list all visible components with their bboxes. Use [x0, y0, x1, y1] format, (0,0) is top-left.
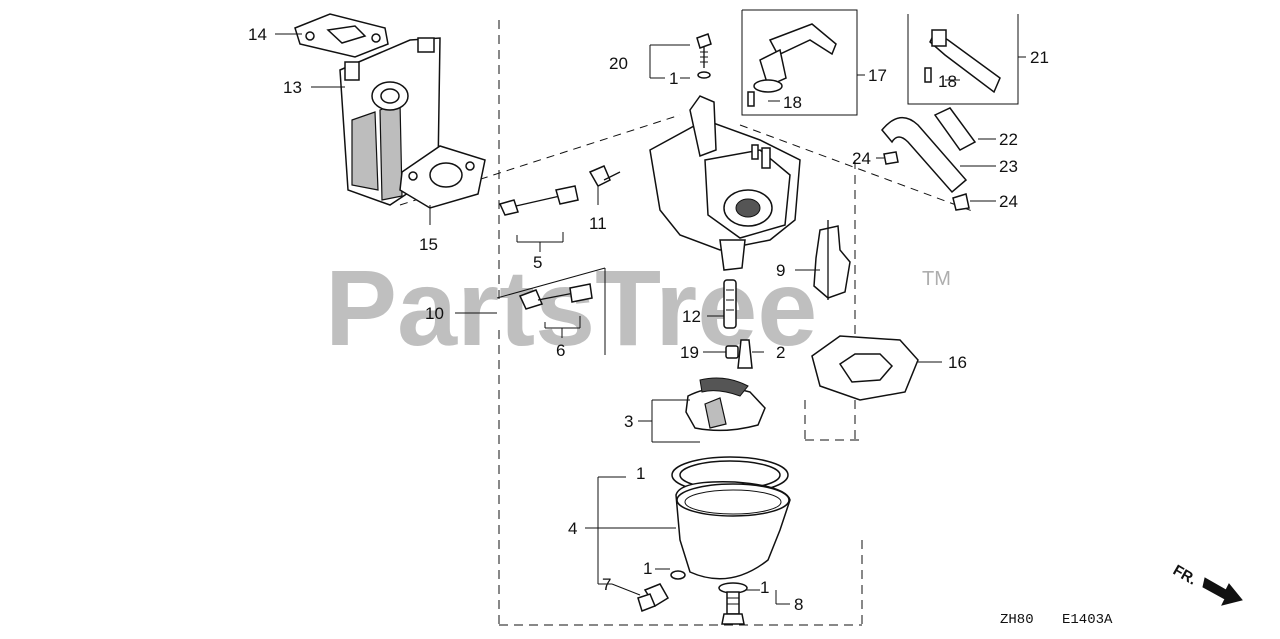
callout-21: 21 — [1030, 48, 1049, 67]
callout-5: 5 — [533, 253, 542, 272]
callout-8: 8 — [794, 595, 803, 614]
callout-4: 4 — [568, 519, 577, 538]
callout-17: 17 — [868, 66, 887, 85]
diagram-code-left: ZH80 — [1000, 612, 1034, 628]
callout-14: 14 — [248, 25, 267, 44]
callout-1-bowl: 1 — [636, 464, 645, 483]
callout-13: 13 — [283, 78, 302, 97]
callout-15: 15 — [419, 235, 438, 254]
callout-23: 23 — [999, 157, 1018, 176]
jet-2 — [737, 339, 753, 369]
callout-24-top: 24 — [852, 149, 871, 168]
callout-10: 10 — [425, 304, 444, 323]
watermark-trademark: TM — [922, 268, 951, 290]
main-jet-19 — [725, 345, 739, 359]
drain-screw-7 — [637, 570, 686, 612]
callout-labels: 14 13 15 20 1 17 18 21 18 22 23 24 24 11… — [248, 25, 1049, 614]
throttle-stop-screw-6 — [518, 283, 593, 338]
callout-3: 3 — [624, 412, 633, 431]
callout-11: 11 — [589, 214, 607, 233]
carburetor-body — [649, 95, 801, 271]
callout-18-right: 18 — [938, 72, 957, 91]
callout-18-left: 18 — [783, 93, 802, 112]
throttle-lever-box — [907, 14, 1019, 105]
gasket-14 — [294, 13, 389, 58]
main-nozzle-12 — [723, 279, 737, 329]
diagram-code-right: E1403A — [1062, 612, 1113, 628]
bowl-bolt-8 — [718, 582, 748, 625]
hose-clips-24 — [883, 151, 970, 211]
fuel-hose-22 — [933, 107, 977, 151]
callout-22: 22 — [999, 130, 1018, 149]
front-direction-label: FR. — [1170, 562, 1199, 589]
float-chamber-4 — [675, 481, 791, 580]
callout-2: 2 — [776, 343, 785, 362]
screw-20 — [696, 33, 712, 79]
callout-1-bolt: 1 — [760, 578, 769, 597]
choke-lever-17 — [747, 23, 837, 107]
leader-lines — [275, 33, 1026, 605]
float-3 — [651, 377, 766, 443]
callout-9: 9 — [776, 261, 785, 280]
pilot-screw-5 — [498, 185, 579, 252]
gasket-15 — [399, 145, 486, 209]
screw-11 — [588, 165, 621, 187]
callout-20: 20 — [609, 54, 628, 73]
callout-6: 6 — [556, 341, 565, 360]
callout-7: 7 — [602, 575, 611, 594]
callout-12: 12 — [682, 307, 701, 326]
throttle-lever-21 — [924, 29, 1001, 94]
callout-16: 16 — [948, 353, 967, 372]
callout-24-bottom: 24 — [999, 192, 1018, 211]
choke-lever-box — [741, 9, 858, 116]
callout-1-top: 1 — [669, 69, 678, 88]
front-direction-arrow-icon — [1202, 577, 1243, 606]
callout-1-drain: 1 — [643, 559, 652, 578]
callout-19: 19 — [680, 343, 699, 362]
fuel-hose-23 — [881, 116, 968, 194]
front-direction-indicator: FR. — [1170, 562, 1243, 606]
float-valve-9 — [813, 220, 851, 300]
gasket-16 — [811, 335, 919, 401]
